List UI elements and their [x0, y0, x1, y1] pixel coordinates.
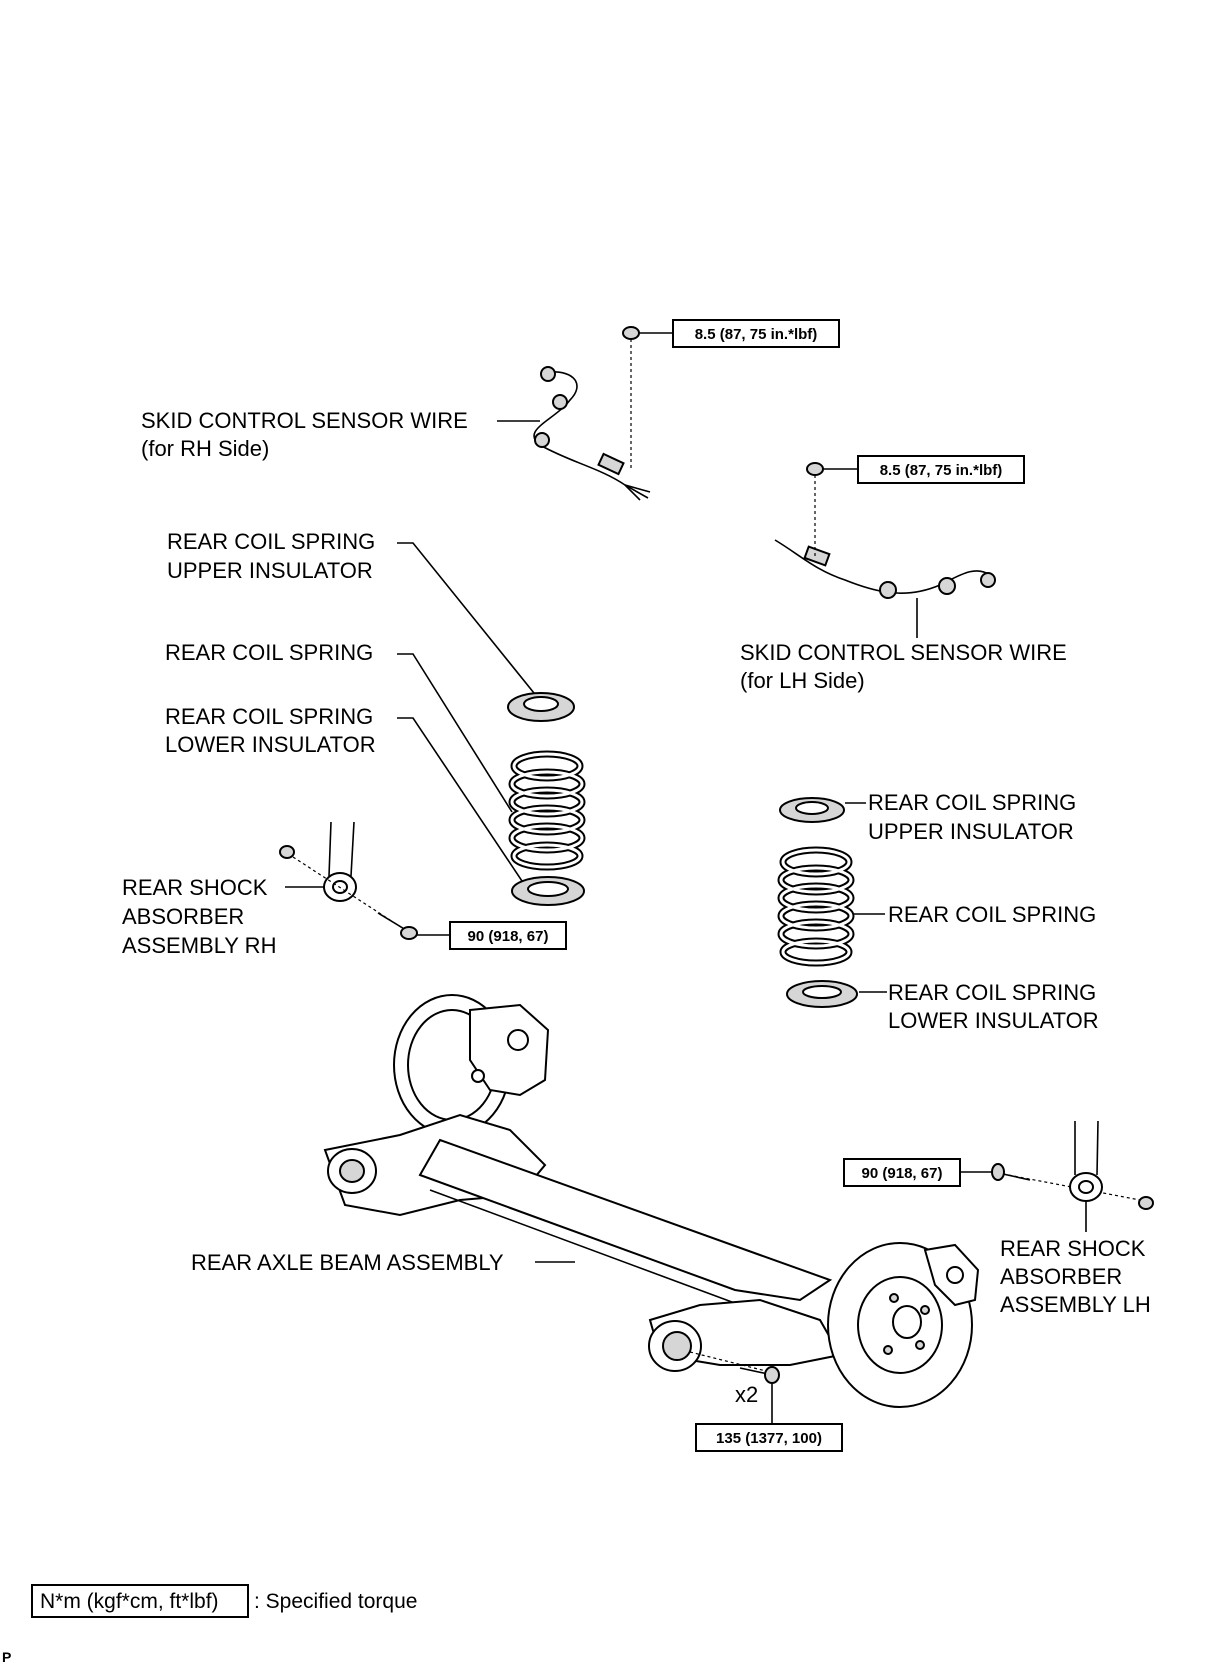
- lower-insulator-right: [786, 980, 858, 1008]
- label-bolt-count: x2: [735, 1382, 758, 1407]
- shock-axis-lh: [1002, 1173, 1141, 1201]
- leader-lower-insulator-left: [397, 717, 531, 894]
- axle-bolt-axis: [689, 1351, 771, 1373]
- rear-axle-beam: [323, 994, 980, 1408]
- shock-absorber-lh: [1069, 1120, 1103, 1202]
- label-upper-insulator-left-line1: REAR COIL SPRING: [167, 529, 375, 554]
- label-skid-lh-line1: SKID CONTROL SENSOR WIRE: [740, 640, 1067, 665]
- torque-sensor-rh: 8.5 (87, 75 in.*lbf): [695, 326, 818, 343]
- label-upper-insulator-right-line1: REAR COIL SPRING: [868, 790, 1076, 815]
- label-shock-lh-line2: ABSORBER: [1000, 1264, 1122, 1289]
- label-skid-rh-line2: (for RH Side): [141, 436, 269, 461]
- torque-box-shock-lh: 90 (918, 67): [843, 1158, 961, 1187]
- label-shock-lh-line1: REAR SHOCK: [1000, 1236, 1146, 1261]
- corner-mark: P: [2, 1649, 11, 1665]
- label-shock-rh-line1: REAR SHOCK: [122, 875, 268, 900]
- torque-shock-rh: 90 (918, 67): [468, 928, 549, 945]
- label-lower-insulator-left-line1: REAR COIL SPRING: [165, 704, 373, 729]
- axle-beam-bolt: [739, 1366, 780, 1384]
- coil-spring-left: [508, 750, 586, 871]
- label-spring-right: REAR COIL SPRING: [888, 902, 1096, 927]
- leader-upper-insulator-left: [397, 542, 539, 699]
- coil-spring-right: [777, 846, 855, 967]
- label-axle-beam: REAR AXLE BEAM ASSEMBLY: [191, 1250, 504, 1275]
- legend-unit-box: N*m (kgf*cm, ft*lbf): [40, 1590, 219, 1613]
- label-lower-insulator-right-line1: REAR COIL SPRING: [888, 980, 1096, 1005]
- label-lower-insulator-left-line2: LOWER INSULATOR: [165, 732, 376, 757]
- shock-bolt-lh: [991, 1163, 1031, 1181]
- sensor-nut-lh: [806, 462, 824, 556]
- shock-nut-rh: [279, 845, 295, 859]
- upper-insulator-right: [779, 797, 845, 823]
- label-shock-rh-line3: ASSEMBLY RH: [122, 933, 276, 958]
- label-lower-insulator-right-line2: LOWER INSULATOR: [888, 1008, 1099, 1033]
- torque-box-axle-beam: 135 (1377, 100): [695, 1423, 843, 1452]
- lower-insulator-left: [511, 876, 585, 906]
- label-spring-left: REAR COIL SPRING: [165, 640, 373, 665]
- upper-insulator-left: [507, 692, 575, 722]
- torque-sensor-lh: 8.5 (87, 75 in.*lbf): [880, 462, 1003, 479]
- label-skid-rh-line1: SKID CONTROL SENSOR WIRE: [141, 408, 468, 433]
- torque-box-shock-rh: 90 (918, 67): [449, 921, 567, 950]
- label-upper-insulator-right-line2: UPPER INSULATOR: [868, 819, 1074, 844]
- legend-meaning: : Specified torque: [254, 1590, 417, 1613]
- sensor-nut-rh: [622, 326, 640, 470]
- shock-absorber-rh: [323, 821, 357, 902]
- torque-axle-beam: 135 (1377, 100): [716, 1430, 822, 1447]
- shock-bolt-rh: [377, 912, 418, 940]
- skid-sensor-wire-lh: [774, 539, 996, 599]
- label-shock-rh-line2: ABSORBER: [122, 904, 244, 929]
- torque-shock-lh: 90 (918, 67): [862, 1165, 943, 1182]
- label-skid-lh-line2: (for LH Side): [740, 668, 865, 693]
- shock-nut-lh: [1138, 1196, 1154, 1210]
- torque-box-sensor-lh: 8.5 (87, 75 in.*lbf): [857, 455, 1025, 484]
- label-upper-insulator-left-line2: UPPER INSULATOR: [167, 558, 373, 583]
- label-shock-lh-line3: ASSEMBLY LH: [1000, 1292, 1151, 1317]
- torque-box-sensor-rh: 8.5 (87, 75 in.*lbf): [672, 319, 840, 348]
- skid-sensor-wire-rh: [533, 366, 651, 501]
- leader-spring-left: [397, 653, 513, 813]
- legend: N*m (kgf*cm, ft*lbf) : Specified torque: [31, 1584, 417, 1618]
